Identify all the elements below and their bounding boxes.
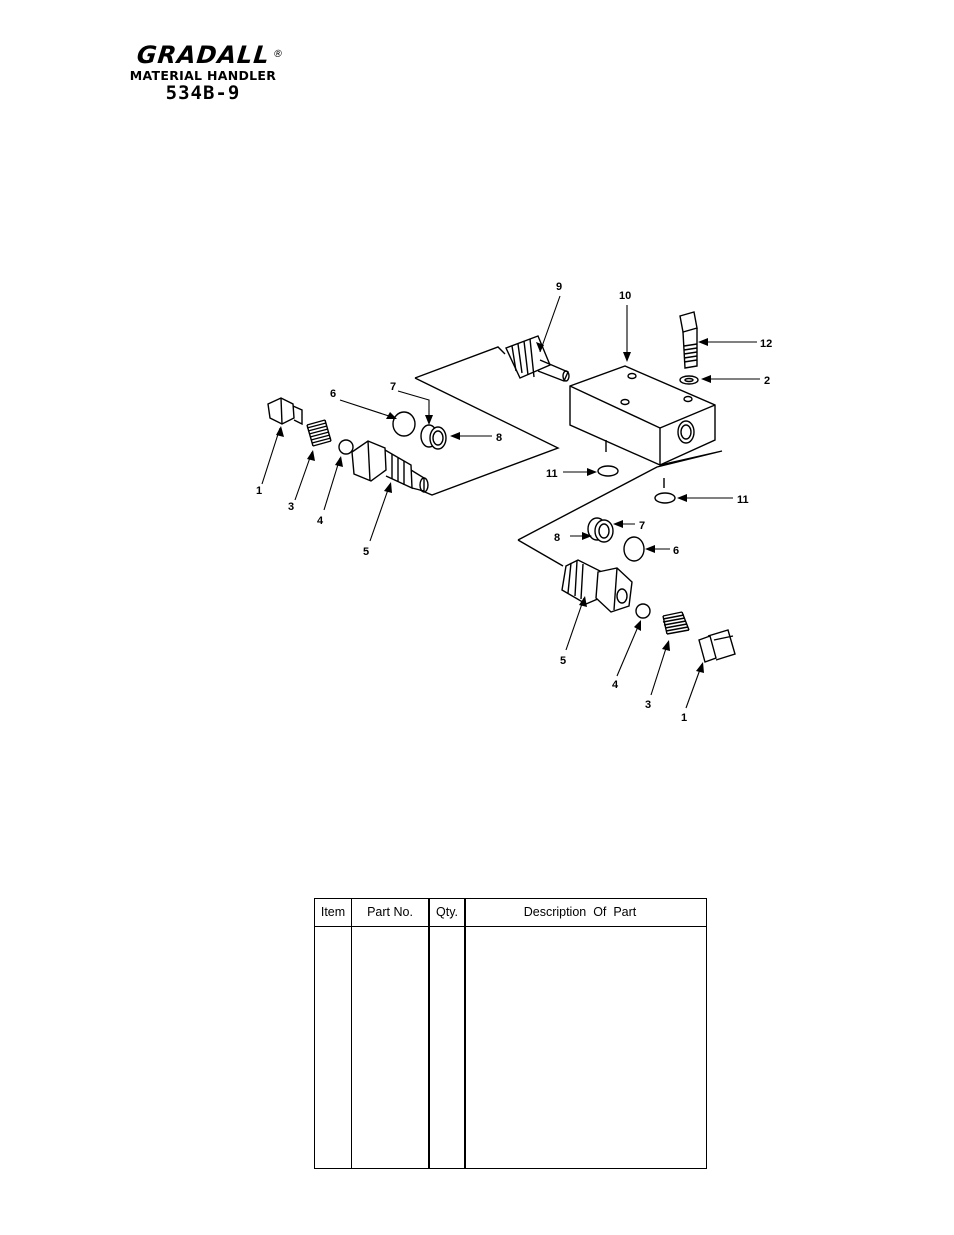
- callout-11-lower: 11: [737, 494, 749, 506]
- callout-3-lower: 3: [645, 699, 651, 711]
- callout-8-lower: 8: [554, 532, 560, 544]
- callout-7-upper: 7: [390, 381, 396, 393]
- parts-table-header: [315, 899, 706, 927]
- part-5-valve-upper: [351, 440, 429, 493]
- callout-9: 9: [556, 281, 562, 293]
- callout-12: 12: [760, 338, 772, 350]
- part-4-ball-lower: [635, 603, 651, 619]
- part-7-8-seal-lower: [587, 517, 614, 543]
- callout-8-upper: 8: [496, 432, 502, 444]
- part-12-bolt: [679, 311, 698, 369]
- document-header: GRADALL® MATERIAL HANDLER 534B-9: [108, 41, 298, 104]
- product-subtitle: MATERIAL HANDLER: [129, 68, 277, 83]
- callout-1-lower: 1: [681, 712, 687, 724]
- callout-4-upper: 4: [317, 515, 324, 527]
- model-number: 534B-9: [165, 82, 241, 104]
- part-11-oring-lower: [654, 492, 676, 504]
- part-2-washer: [679, 375, 699, 385]
- callout-5-lower: 5: [560, 655, 566, 667]
- column-header-item: Item: [320, 905, 346, 919]
- part-7-8-seal-upper: [420, 424, 447, 450]
- column-header-part-no: Part No.: [367, 905, 413, 919]
- parts-table: Item Part No. Qty. Description Of Part: [314, 898, 707, 1169]
- callout-10: 10: [619, 290, 631, 302]
- part-11-oring-upper: [597, 465, 619, 477]
- column-header-qty: Qty.: [436, 905, 458, 919]
- part-6-oring-lower: [623, 536, 645, 562]
- callout-2: 2: [764, 375, 770, 387]
- callout-6-upper: 6: [330, 388, 336, 400]
- part-3-spring-upper: [306, 419, 332, 447]
- callout-11-upper: 11: [546, 468, 558, 480]
- callout-1-upper: 1: [256, 485, 262, 497]
- callout-7-lower: 7: [639, 520, 645, 532]
- callout-3-upper: 3: [288, 501, 294, 513]
- column-header-description: Description Of Part: [523, 905, 637, 919]
- callout-4-lower: 4: [612, 679, 619, 691]
- part-1-plug-upper: [267, 397, 303, 426]
- part-6-oring-upper: [392, 411, 416, 437]
- part-1-plug-lower: [698, 629, 736, 663]
- part-4-ball-upper: [338, 439, 354, 455]
- part-3-spring-lower: [662, 611, 690, 635]
- part-10-valve-body: [569, 365, 716, 488]
- callout-6-lower: 6: [673, 545, 679, 557]
- callout-5-upper: 5: [363, 546, 369, 558]
- part-5-valve-lower: [561, 559, 633, 613]
